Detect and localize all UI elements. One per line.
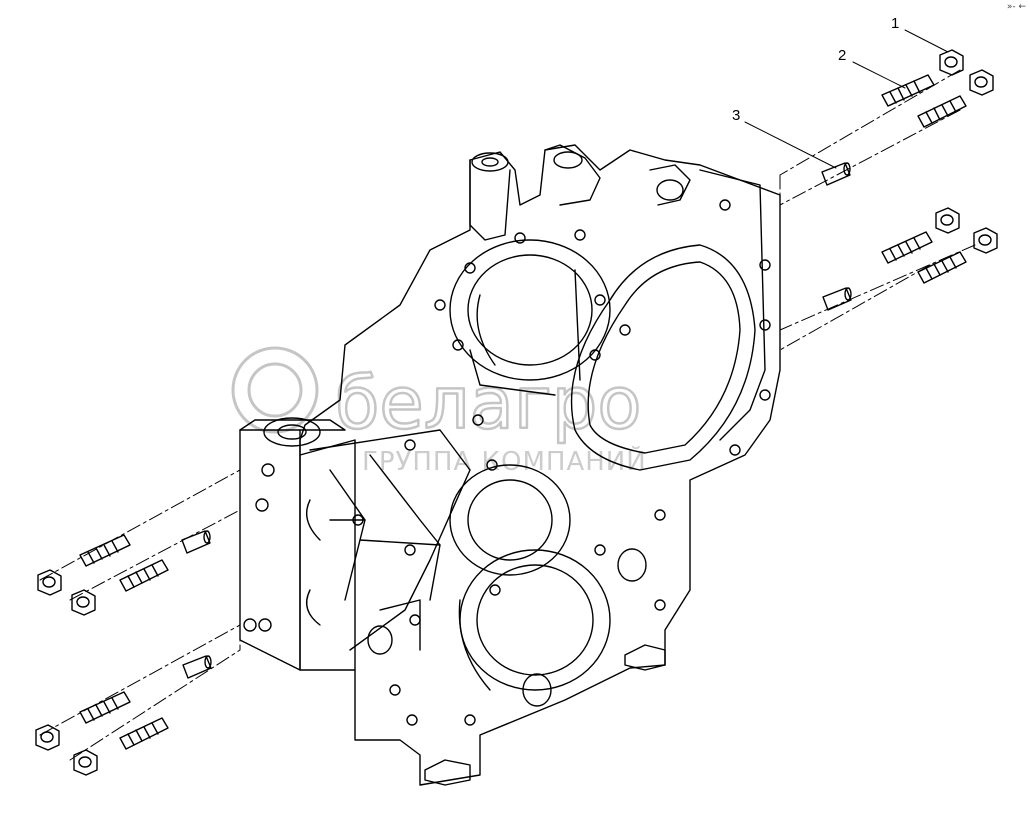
nut-right-middle-1 bbox=[935, 207, 960, 234]
callout-2-label: 2 bbox=[838, 47, 846, 64]
stud-upper-right-1 bbox=[881, 74, 935, 107]
housing-bolt-holes bbox=[243, 199, 771, 726]
nut-upper-right-2 bbox=[969, 69, 994, 96]
watermark: белагро ГРУППА КОМПАНИЙ bbox=[231, 346, 647, 477]
watermark-tagline: ГРУППА КОМПАНИЙ bbox=[362, 445, 647, 477]
callout-2: 2 bbox=[838, 47, 906, 89]
nut-left-upper-2 bbox=[71, 589, 96, 616]
stud-left-lower-1 bbox=[79, 691, 131, 724]
nut-upper-right-1 bbox=[939, 49, 964, 76]
stud-left-upper-2 bbox=[119, 559, 169, 592]
nut-left-lower-2 bbox=[73, 749, 98, 776]
stud-left-lower-2 bbox=[119, 717, 169, 750]
callout-1-label: 1 bbox=[891, 15, 899, 32]
stud-upper-right-2 bbox=[917, 95, 967, 128]
nut-left-lower-1 bbox=[35, 724, 60, 751]
callout-1: 1 bbox=[891, 15, 949, 53]
callout-3-label: 3 bbox=[732, 107, 740, 124]
stud-left-upper-1 bbox=[79, 534, 131, 567]
assembly-center-lines bbox=[39, 69, 976, 761]
dowel-pin-left-lower bbox=[182, 655, 212, 679]
watermark-name: белагро bbox=[335, 361, 641, 445]
dowel-pin-upper bbox=[821, 162, 851, 186]
front-housing bbox=[239, 144, 781, 786]
dowel-pin-right bbox=[822, 287, 852, 311]
nut-left-upper-1 bbox=[37, 569, 62, 596]
stud-right-middle-1 bbox=[881, 231, 933, 264]
stud-right-middle-2 bbox=[917, 251, 967, 284]
nut-right-middle-2 bbox=[973, 227, 998, 254]
callout-3: 3 bbox=[732, 107, 837, 169]
dowel-pin-left-upper bbox=[181, 530, 211, 554]
corner-mark: »‐ ← bbox=[1006, 2, 1026, 12]
